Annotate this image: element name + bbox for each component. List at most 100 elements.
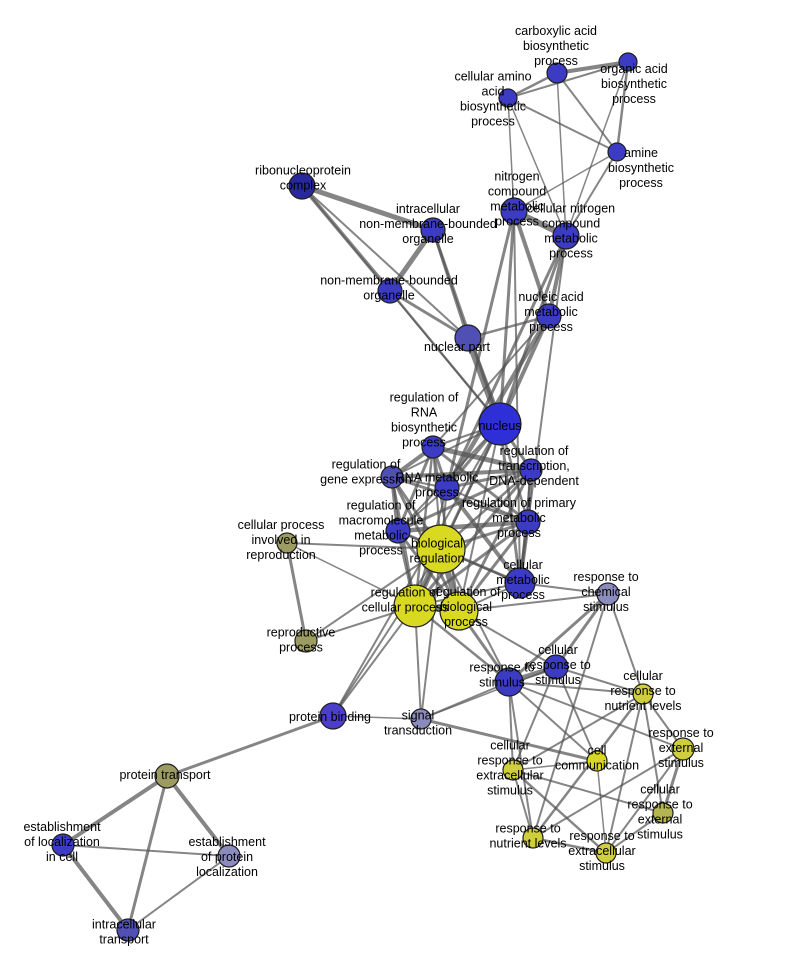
edge-reg-transcription--rna-metab bbox=[445, 468, 533, 490]
edge-cell-resp-stim--resp-chem bbox=[554, 592, 610, 669]
node-repro-cellular[interactable] bbox=[276, 532, 298, 554]
edge-signal--bio-reg bbox=[420, 548, 442, 720]
node-reg-primary[interactable] bbox=[515, 509, 541, 535]
edge-cell-resp-stim--signal bbox=[420, 666, 557, 720]
edge-organic--amine bbox=[615, 60, 630, 154]
node-cell-metab[interactable] bbox=[504, 567, 536, 599]
edge-organelle--nucleus bbox=[388, 289, 502, 426]
node-bio-reg[interactable] bbox=[416, 524, 466, 574]
node-estab-local-cell[interactable] bbox=[51, 833, 75, 857]
edge-protein-binding--reg-cell bbox=[332, 605, 416, 717]
edge-resp-stim--cell-resp-extracell bbox=[508, 681, 514, 771]
node-signal[interactable] bbox=[410, 708, 432, 730]
node-cell-resp-nutrient[interactable] bbox=[632, 683, 654, 705]
node-label-protein-transport: protein transport bbox=[119, 768, 211, 782]
edge-rna-metab--reg-primary bbox=[446, 487, 529, 523]
edge-carboxylic--cell-nitrogen bbox=[556, 72, 567, 237]
node-protein-binding[interactable] bbox=[319, 702, 347, 730]
node-intra-organelle[interactable] bbox=[420, 217, 446, 243]
node-nucleus[interactable] bbox=[478, 402, 522, 446]
node-amino[interactable] bbox=[498, 88, 518, 108]
node-reg-cell[interactable] bbox=[393, 584, 437, 628]
edge-resp-chem--cell-resp-nutrient bbox=[607, 593, 644, 695]
edge-nucleic--reg-rna bbox=[432, 315, 550, 448]
node-reg-macro[interactable] bbox=[385, 518, 411, 544]
edge-signal--cell-comm bbox=[419, 717, 599, 763]
node-nucleic[interactable] bbox=[536, 303, 562, 329]
node-ribo[interactable] bbox=[288, 172, 316, 200]
node-cell-nitrogen[interactable] bbox=[552, 222, 580, 250]
edge-estab-local-cell--estab-protein-local bbox=[62, 844, 230, 857]
node-resp-extracell[interactable] bbox=[595, 842, 617, 864]
edge-reg-primary--reg-cell bbox=[413, 520, 530, 608]
node-reg-transcription[interactable] bbox=[519, 458, 543, 482]
edge-nucleus--reg-bio bbox=[458, 423, 501, 612]
node-intra-transport[interactable] bbox=[116, 918, 140, 942]
edge-cell-resp-extracell--cell-comm bbox=[512, 760, 598, 771]
edge-nitrogen--rna-metab bbox=[445, 209, 516, 490]
node-cell-comm[interactable] bbox=[586, 750, 608, 772]
node-organelle[interactable] bbox=[377, 278, 403, 304]
node-amine[interactable] bbox=[607, 142, 627, 162]
edge-resp-stim--resp-external bbox=[508, 681, 684, 750]
node-repro-process[interactable] bbox=[294, 629, 318, 653]
edge-resp-stim--resp-chem bbox=[507, 592, 610, 684]
edge-resp-extracell--cell-resp-external bbox=[605, 812, 664, 854]
node-nuclear-part[interactable] bbox=[454, 324, 482, 352]
edge-cell-comm--resp-stim bbox=[508, 681, 598, 762]
edge-amine--cell-nitrogen bbox=[565, 151, 618, 237]
node-reg-rna[interactable] bbox=[421, 435, 445, 459]
edge-reg-transcription--reg-bio bbox=[457, 468, 533, 613]
node-rna-metab[interactable] bbox=[434, 475, 460, 501]
node-cell-resp-extracell[interactable] bbox=[502, 759, 524, 781]
nodes-layer bbox=[51, 52, 695, 942]
edge-reg-rna--reg-macro bbox=[396, 445, 435, 533]
edge-amino--nitrogen bbox=[507, 97, 515, 212]
edge-nucleic--nuclear-part bbox=[466, 314, 551, 340]
node-nitrogen[interactable] bbox=[500, 197, 528, 225]
edge-resp-external--resp-extracell bbox=[605, 748, 684, 854]
node-resp-stim[interactable] bbox=[494, 667, 524, 697]
edge-protein-transport--estab-protein-local bbox=[165, 774, 231, 858]
edge-cell-nitrogen--nucleus bbox=[498, 234, 568, 426]
node-reg-bio[interactable] bbox=[439, 591, 479, 631]
node-resp-chem[interactable] bbox=[596, 582, 620, 606]
edge-amino--cell-nitrogen bbox=[507, 97, 567, 237]
edge-cell-resp-nutrient--cell-resp-external bbox=[642, 693, 664, 814]
node-resp-external[interactable] bbox=[671, 737, 695, 761]
edge-repro-cellular--reg-cell bbox=[286, 542, 416, 607]
node-resp-nutrient[interactable] bbox=[522, 827, 544, 849]
node-cell-resp-stim[interactable] bbox=[543, 654, 569, 680]
node-carboxylic[interactable] bbox=[546, 62, 568, 84]
node-cell-resp-external[interactable] bbox=[652, 802, 674, 824]
edge-resp-stim--cell-resp-nutrient bbox=[508, 681, 644, 695]
edge-reg-transcription--reg-gene bbox=[390, 468, 533, 479]
edge-resp-nutrient--resp-extracell bbox=[531, 836, 608, 855]
node-estab-protein-local[interactable] bbox=[217, 844, 241, 868]
node-organic[interactable] bbox=[618, 52, 638, 72]
node-protein-transport[interactable] bbox=[154, 763, 180, 789]
edge-resp-stim--resp-nutrient bbox=[508, 681, 534, 839]
node-reg-gene[interactable] bbox=[380, 465, 404, 489]
